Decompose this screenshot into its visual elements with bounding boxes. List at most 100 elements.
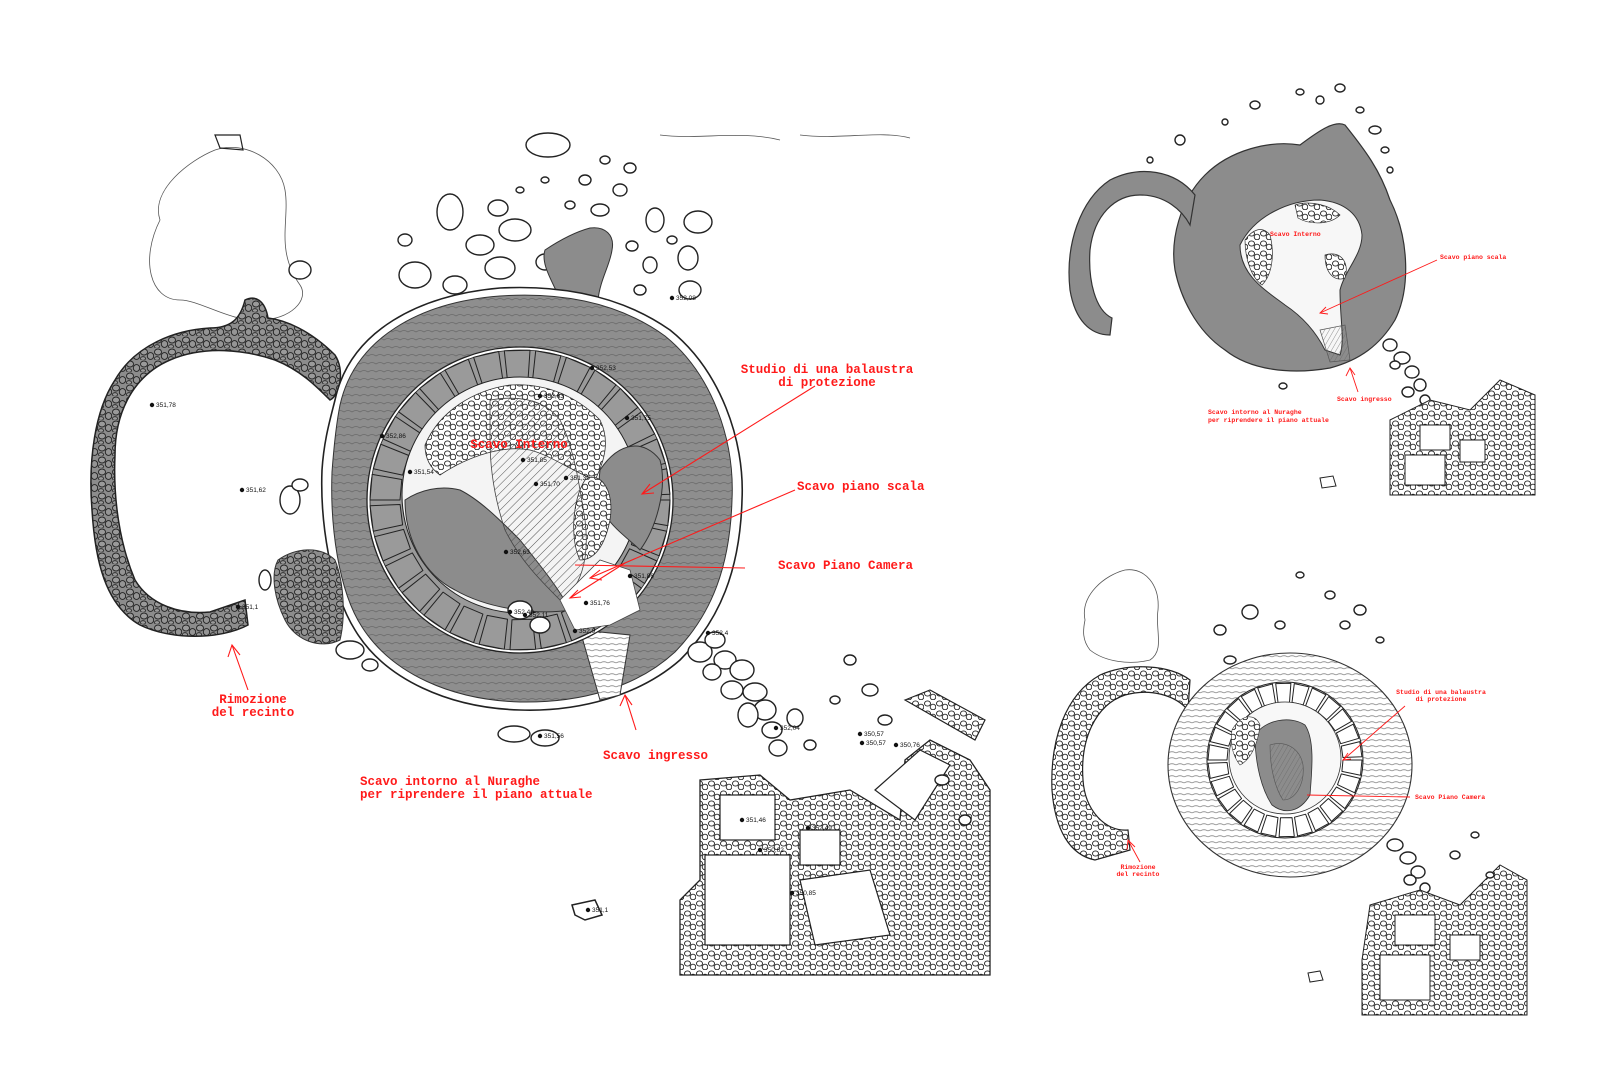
label-studio-balaustra-1: Studio di una balaustra	[741, 363, 914, 377]
label-scavo-ingresso: Scavo ingresso	[603, 749, 708, 763]
label-rimozione-2: del recinto	[212, 706, 295, 720]
ring-stone	[1317, 696, 1341, 721]
label-scavo-piano-scala: Scavo piano scala	[797, 480, 925, 494]
br-corridor	[1386, 838, 1431, 894]
elevation-marker	[893, 742, 899, 748]
ring-stone	[1329, 786, 1354, 809]
elevation-label: 351,39	[570, 475, 590, 482]
br-labels: Studio di una balaustra di protezione Sc…	[1117, 689, 1486, 878]
elevation-marker	[572, 628, 578, 634]
tr-stones	[1146, 83, 1394, 174]
ring-stone	[449, 605, 484, 644]
ring-stone	[1327, 708, 1353, 732]
elevation-marker	[235, 604, 241, 610]
elevation-label: 352,11	[529, 612, 549, 619]
elevation-label: 351,54	[414, 469, 434, 476]
ring-stone	[384, 552, 424, 589]
elevation-label: 351,1	[592, 907, 609, 914]
elevation-label: 352,63	[510, 549, 530, 556]
ring-stone	[369, 504, 404, 532]
ring-stone	[1340, 741, 1363, 758]
ring-stone	[1226, 698, 1251, 722]
elevation-label: 351,1	[242, 604, 259, 611]
elevation-label: 352,04	[780, 725, 800, 732]
elevation-marker	[522, 612, 528, 618]
ring-stone	[1307, 807, 1330, 832]
elevation-marker	[583, 600, 589, 606]
ring-stone	[1337, 773, 1361, 794]
br-leader-lines	[1126, 705, 1411, 863]
ring-stone	[1207, 762, 1230, 779]
label-scavo-intorno-1: Scavo intorno al Nuraghe	[360, 775, 540, 789]
ring-stone	[1294, 813, 1313, 837]
ring-stone	[1341, 759, 1363, 776]
bottom-right-plan: Studio di una balaustra di protezione Sc…	[1051, 569, 1528, 1016]
elevation-label: 351,46	[746, 817, 766, 824]
elevation-label: 352,08	[676, 295, 696, 302]
scattered-stones-top	[288, 132, 713, 300]
tr-label-scavo-intorno-2: per riprendere il piano attuale	[1208, 417, 1329, 424]
ring-stone	[1210, 775, 1235, 797]
tr-label-scavo-ingresso: Scavo ingresso	[1337, 396, 1392, 403]
br-label-balaustra-2: di protezione	[1416, 696, 1467, 703]
tr-labels: Scavo Interno Scavo piano scala Scavo in…	[1208, 231, 1506, 424]
ring-stone	[478, 614, 508, 650]
ring-stone	[1207, 744, 1229, 761]
ring-stone	[1229, 799, 1253, 824]
ring-stone	[1243, 808, 1265, 833]
main-leader-lines	[227, 385, 816, 731]
collapse-top	[543, 227, 614, 301]
elevation-points: 352,08352,53351,75352,63352,86351,85351,…	[149, 295, 920, 914]
elevation-marker	[857, 731, 863, 737]
label-scavo-interno: Scavo Interno	[470, 438, 568, 452]
elevation-label: 352,40	[514, 609, 534, 616]
elevation-label: 351,70	[540, 481, 560, 488]
building-complex	[571, 654, 991, 976]
label-scavo-piano-camera: Scavo Piano Camera	[778, 559, 914, 573]
elevation-label: 351,62	[246, 487, 266, 494]
elevation-marker	[520, 457, 526, 463]
elevation-marker	[805, 825, 811, 831]
elevation-label: 351,76	[590, 600, 610, 607]
tr-label-scavo-interno: Scavo Interno	[1270, 231, 1321, 238]
elevation-marker	[627, 573, 633, 579]
br-stones	[1213, 571, 1385, 665]
elevation-label: 351,75	[631, 415, 651, 422]
nuraghe-tower	[320, 286, 744, 711]
elevation-label: 351,86	[634, 573, 654, 580]
elevation-marker	[624, 415, 630, 421]
elevation-label: 350,57	[866, 740, 886, 747]
main-plan: Studio di una balaustra di protezione Sc…	[90, 132, 991, 976]
br-ring-stones	[1207, 682, 1363, 838]
ring-stone	[503, 349, 531, 382]
tr-enclosure	[1068, 170, 1196, 336]
elevation-label: 352,63	[544, 393, 564, 400]
elevation-marker	[773, 725, 779, 731]
elevation-label: 352,86	[386, 433, 406, 440]
label-studio-balaustra-2: di protezione	[778, 376, 876, 390]
elevation-marker	[149, 402, 155, 408]
ring-stone	[1260, 814, 1279, 837]
elevation-marker	[507, 609, 513, 615]
elevation-marker	[537, 733, 543, 739]
corridor-stones	[687, 631, 804, 757]
elevation-label: 352,49	[812, 825, 832, 832]
elevation-marker	[533, 481, 539, 487]
br-label-rimozione-1: Rimozione	[1120, 864, 1155, 871]
ring-stone	[369, 473, 403, 501]
tr-label-scavo-intorno-1: Scavo intorno al Nuraghe	[1208, 409, 1302, 416]
br-label-rimozione-2: del recinto	[1117, 871, 1160, 878]
label-rimozione-1: Rimozione	[219, 693, 287, 707]
ring-stone	[374, 528, 411, 562]
br-enclosure	[1051, 666, 1191, 861]
ring-stone	[1278, 817, 1295, 838]
external-rubble-left	[273, 549, 344, 645]
terrain-outline	[149, 147, 303, 321]
elevation-marker	[739, 817, 745, 823]
elevation-label: 350,62	[764, 847, 784, 854]
elevation-marker	[379, 433, 385, 439]
ring-stone	[401, 573, 441, 612]
elevation-marker	[859, 740, 865, 746]
br-label-balaustra-1: Studio di una balaustra	[1396, 689, 1486, 696]
tr-leader-lines	[1319, 259, 1438, 393]
